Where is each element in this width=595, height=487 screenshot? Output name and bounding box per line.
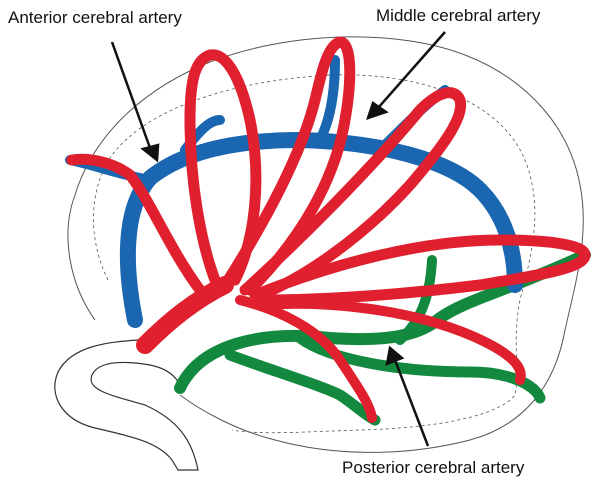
middle-cerebral-artery-label: Middle cerebral artery xyxy=(376,6,540,26)
anterior-arrow xyxy=(112,42,150,148)
anterior-arrowhead xyxy=(143,145,158,160)
brainstem-outline xyxy=(55,340,198,470)
posterior-arrowhead xyxy=(387,348,402,364)
anterior-cerebral-artery-label: Anterior cerebral artery xyxy=(8,8,182,28)
middle-arrowhead xyxy=(368,103,386,118)
posterior-cerebral-artery-label: Posterior cerebral artery xyxy=(342,458,524,478)
